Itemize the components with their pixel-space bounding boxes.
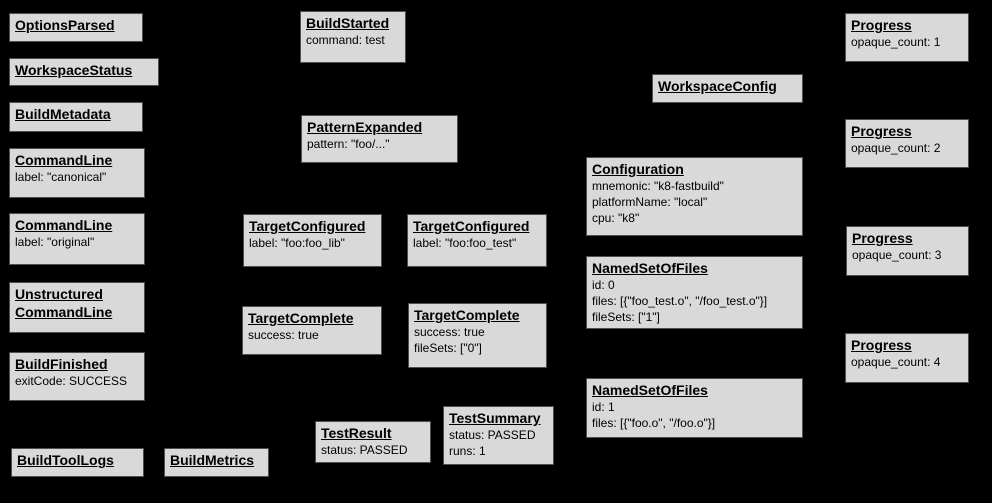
- node-target-complete-foo-test: TargetComplete success: true fileSets: ["0…: [408, 303, 547, 368]
- node-title: TestSummary: [449, 410, 541, 426]
- node-field: status: PASSED: [449, 428, 536, 442]
- node-title: TestResult: [321, 425, 392, 441]
- node-field: id: 1: [592, 400, 615, 414]
- node-field: status: PASSED: [321, 443, 408, 457]
- node-title: NamedSetOfFiles: [592, 382, 708, 398]
- node-progress-2: Progress opaque_count: 2: [845, 119, 969, 168]
- node-field: command: test: [306, 33, 385, 47]
- node-title: Progress: [851, 337, 912, 353]
- node-title: CommandLine: [15, 304, 113, 320]
- node-title: Progress: [851, 17, 912, 33]
- node-field: platformName: "local": [592, 195, 708, 209]
- node-test-summary: TestSummary status: PASSED runs: 1: [443, 406, 554, 465]
- node-command-line-original: CommandLine label: "original": [9, 213, 145, 265]
- node-field: runs: 1: [449, 444, 486, 458]
- node-field: label: "foo:foo_lib": [249, 236, 345, 250]
- node-field: success: true: [414, 325, 485, 339]
- node-field: fileSets: ["1"]: [592, 310, 660, 324]
- node-build-metadata: BuildMetadata: [9, 102, 143, 132]
- node-field: opaque_count: 3: [852, 248, 942, 262]
- node-field: fileSets: ["0"]: [414, 341, 482, 355]
- node-title: TargetComplete: [248, 310, 354, 326]
- node-title: PatternExpanded: [307, 119, 423, 135]
- node-title: Progress: [852, 230, 913, 246]
- node-title: OptionsParsed: [15, 17, 115, 33]
- node-workspace-status: WorkspaceStatus: [9, 58, 159, 86]
- node-title: WorkspaceConfig: [658, 78, 777, 94]
- node-field: pattern: "foo/...": [307, 137, 390, 151]
- node-field: id: 0: [592, 278, 615, 292]
- node-title: WorkspaceStatus: [15, 62, 133, 78]
- node-title: Unstructured: [15, 286, 103, 302]
- node-target-configured-foo-lib: TargetConfigured label: "foo:foo_lib": [243, 214, 382, 267]
- node-test-result: TestResult status: PASSED: [315, 421, 431, 463]
- node-title: TargetComplete: [414, 307, 520, 323]
- node-title: Configuration: [592, 161, 684, 177]
- node-field: files: [{"foo.o", "/foo.o"}]: [592, 416, 716, 430]
- node-build-tool-logs: BuildToolLogs: [11, 448, 144, 477]
- node-title: CommandLine: [15, 217, 113, 233]
- node-title: BuildFinished: [15, 356, 108, 372]
- node-target-complete-foo-lib: TargetComplete success: true: [242, 306, 382, 355]
- node-title: TargetConfigured: [413, 218, 530, 234]
- node-progress-1: Progress opaque_count: 1: [845, 13, 969, 62]
- node-title: NamedSetOfFiles: [592, 260, 708, 276]
- node-field: mnemonic: "k8-fastbuild": [592, 179, 724, 193]
- node-field: success: true: [248, 328, 319, 342]
- node-field: label: "canonical": [15, 170, 107, 184]
- node-field: cpu: "k8": [592, 211, 640, 225]
- node-title: CommandLine: [15, 152, 113, 168]
- node-title: Progress: [851, 123, 912, 139]
- node-title: BuildMetrics: [170, 452, 255, 468]
- node-title: TargetConfigured: [249, 218, 366, 234]
- node-title: BuildToolLogs: [17, 452, 114, 468]
- node-progress-3: Progress opaque_count: 3: [846, 226, 969, 276]
- node-field: files: [{"foo_test.o", "/foo_test.o"}]: [592, 294, 768, 308]
- node-field: exitCode: SUCCESS: [15, 374, 128, 388]
- node-field: opaque_count: 4: [851, 355, 941, 369]
- node-target-configured-foo-test: TargetConfigured label: "foo:foo_test": [407, 214, 547, 267]
- node-field: label: "original": [15, 235, 95, 249]
- node-title: BuildMetadata: [15, 106, 111, 122]
- node-workspace-config: WorkspaceConfig: [652, 74, 803, 103]
- node-field: opaque_count: 1: [851, 35, 941, 49]
- node-named-set-of-files-0: NamedSetOfFiles id: 0 files: [{"foo_test.o…: [586, 256, 803, 329]
- node-build-metrics: BuildMetrics: [164, 448, 269, 477]
- node-configuration: Configuration mnemonic: "k8-fastbuild" pla…: [586, 157, 803, 236]
- node-progress-4: Progress opaque_count: 4: [845, 333, 969, 383]
- node-options-parsed: OptionsParsed: [9, 13, 143, 42]
- node-build-finished: BuildFinished exitCode: SUCCESS: [9, 352, 145, 401]
- node-pattern-expanded: PatternExpanded pattern: "foo/...": [301, 115, 458, 163]
- node-field: label: "foo:foo_test": [413, 236, 517, 250]
- node-named-set-of-files-1: NamedSetOfFiles id: 1 files: [{"foo.o", "/…: [586, 378, 803, 438]
- node-field: opaque_count: 2: [851, 141, 941, 155]
- node-command-line-canonical: CommandLine label: "canonical": [9, 148, 145, 198]
- node-title: BuildStarted: [306, 15, 390, 31]
- node-build-started: BuildStarted command: test: [300, 11, 406, 63]
